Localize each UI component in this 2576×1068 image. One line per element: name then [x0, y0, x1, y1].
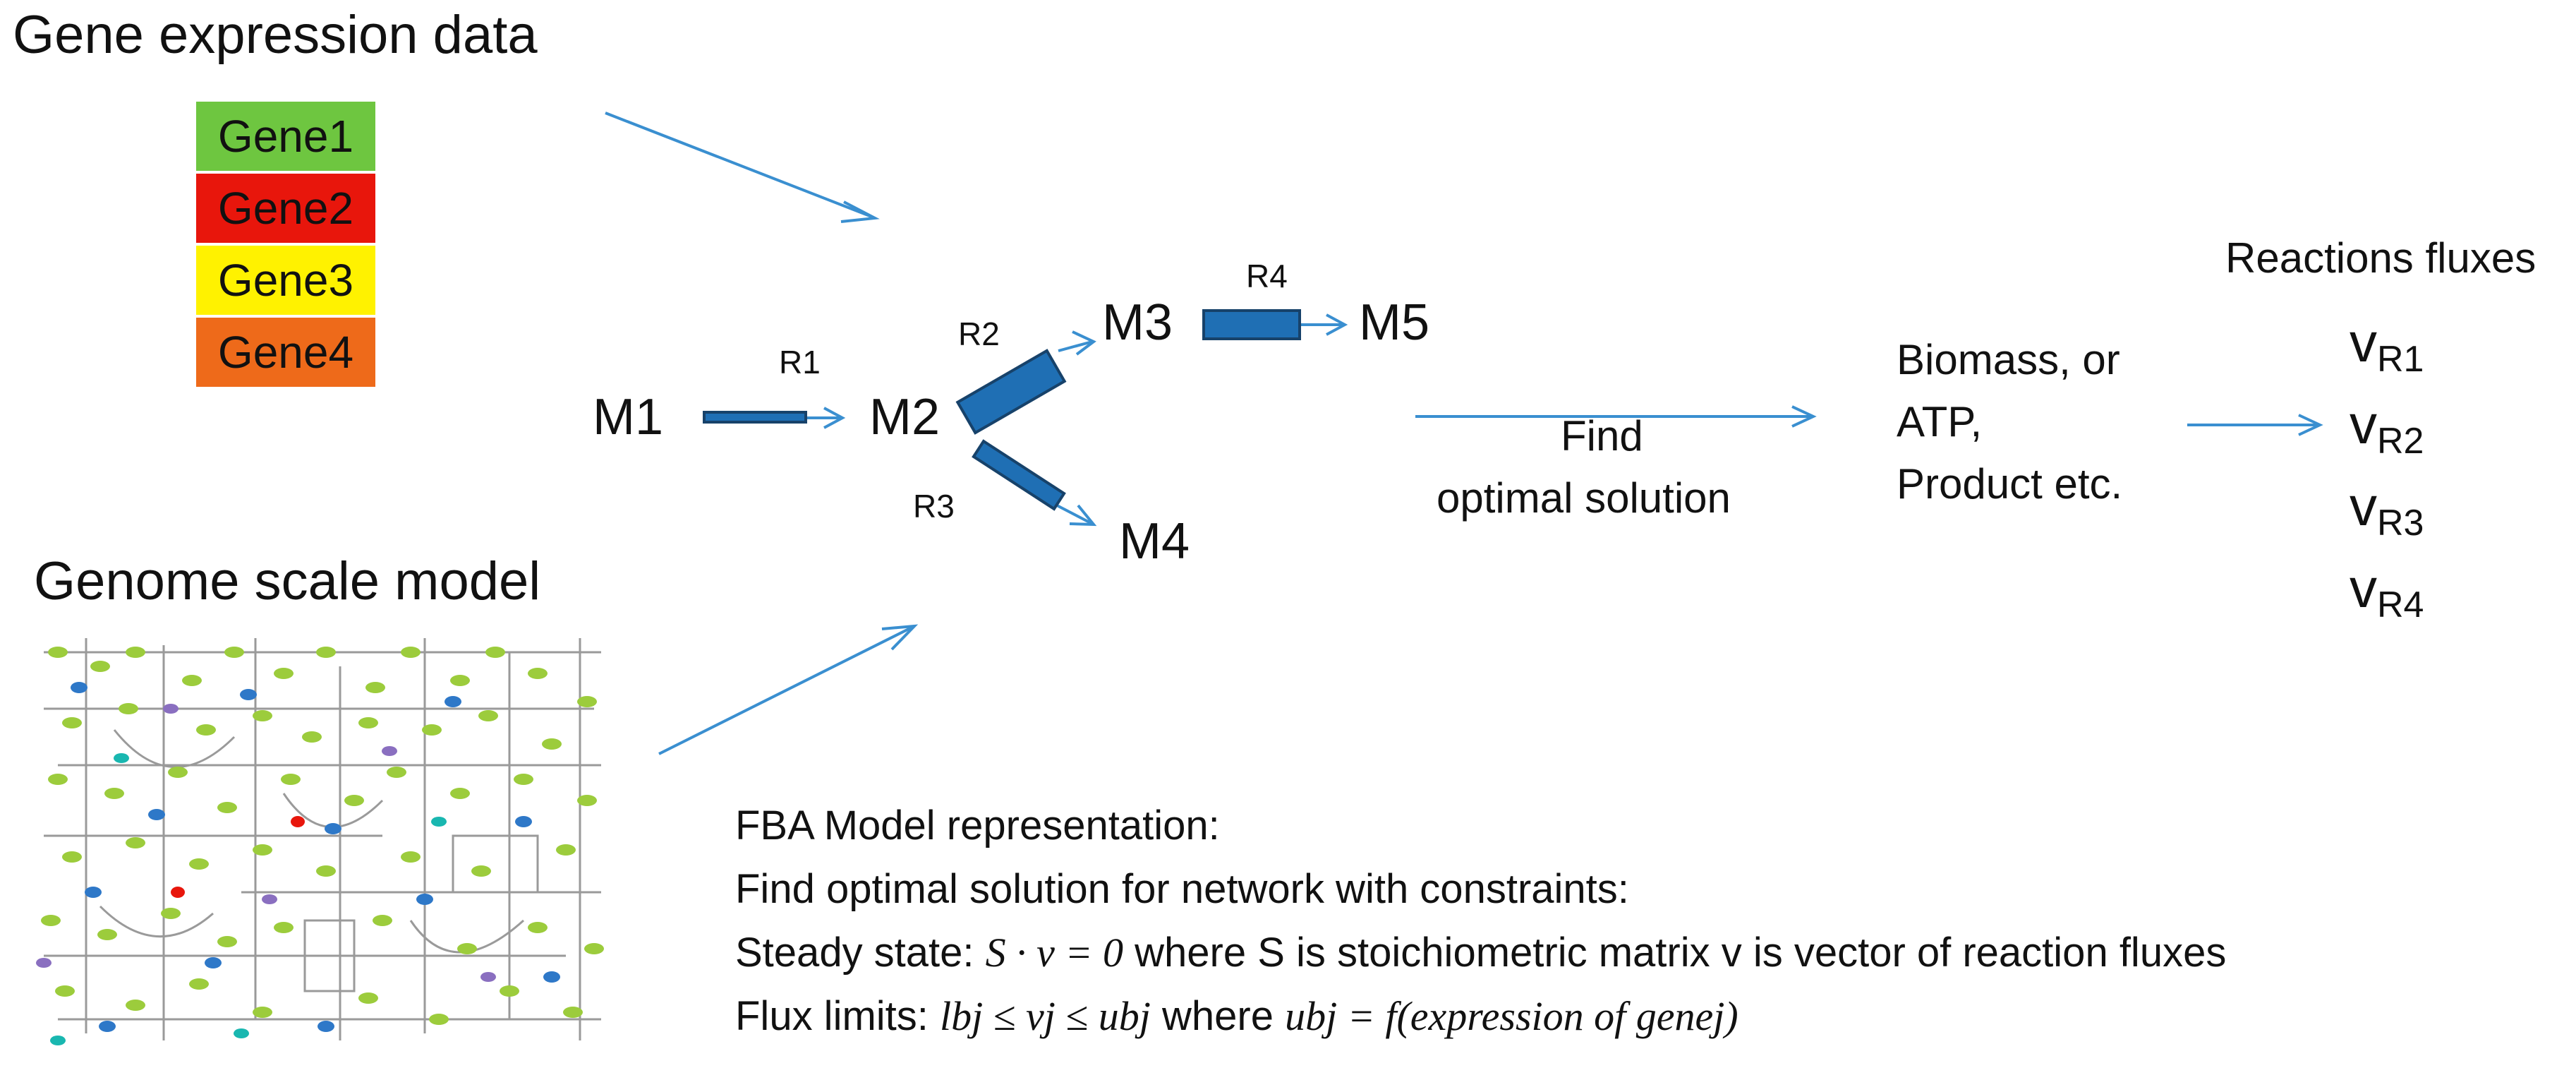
objective-line-1: Biomass, or: [1897, 336, 2120, 383]
metabolite-m4: M4: [1119, 513, 1190, 570]
flux-v-r3: vR3: [2350, 475, 2424, 544]
reaction-r4-bar: [1202, 309, 1301, 340]
r4-arrowhead: [1326, 313, 1348, 336]
gene-expression-title: Gene expression data: [13, 5, 538, 65]
gene-expression-arrow: [605, 112, 874, 219]
fba-line-3: Steady state: S · v = 0 where S is stoic…: [735, 930, 2227, 976]
upper-bound-equation: ubj = f(expression of genej): [1285, 993, 1739, 1039]
objective-arrowhead: [2298, 414, 2323, 436]
reaction-r1-bar: [703, 411, 807, 424]
fba-line-4: Flux limits: lbj ≤ vj ≤ ubj where ubj = …: [735, 993, 1739, 1039]
gene-box-3: Gene3: [196, 246, 375, 315]
gene-box-4: Gene4: [196, 318, 375, 387]
flux-v-r2: vR2: [2350, 393, 2424, 462]
objective-line-2: ATP,: [1897, 398, 1983, 445]
r3-arrowhead: [1069, 504, 1097, 527]
genome-model-arrowhead: [881, 624, 919, 651]
objective-line-3: Product etc.: [1897, 460, 2123, 508]
flux-limit-equation: lbj ≤ vj ≤ ubj: [940, 993, 1151, 1039]
find-solution-arrowhead: [1791, 405, 1817, 428]
fba-line-1: FBA Model representation:: [735, 803, 1220, 848]
gene-expression-arrowhead: [840, 200, 880, 223]
r2-arrowhead: [1072, 330, 1096, 356]
reaction-label-r3: R3: [913, 488, 955, 524]
steady-state-equation: S · v = 0: [985, 930, 1124, 976]
metabolite-m2: M2: [869, 389, 941, 445]
flux-v-r1: vR1: [2350, 311, 2424, 380]
reaction-label-r1: R1: [779, 344, 821, 380]
genome-model-arrow: [658, 625, 914, 755]
reaction-r2-bar: [955, 349, 1067, 435]
reaction-label-r4: R4: [1246, 258, 1288, 294]
reaction-label-r2: R2: [958, 316, 1000, 352]
genome-model-title: Genome scale model: [34, 551, 541, 611]
fluxes-title: Reactions fluxes: [2225, 234, 2536, 282]
fba-line-2: Find optimal solution for network with c…: [735, 866, 1629, 912]
gene-box-2: Gene2: [196, 174, 375, 243]
flux-v-r4: vR4: [2350, 557, 2424, 625]
optimal-solution-label: optimal solution: [1437, 474, 1731, 522]
metabolite-m5: M5: [1359, 294, 1430, 351]
reaction-r3-bar: [972, 439, 1066, 511]
find-label: Find: [1561, 412, 1643, 460]
metabolite-m3: M3: [1102, 294, 1173, 351]
gene-box-1: Gene1: [196, 102, 375, 171]
metabolite-m1: M1: [593, 389, 664, 445]
r1-arrowhead: [823, 407, 846, 429]
